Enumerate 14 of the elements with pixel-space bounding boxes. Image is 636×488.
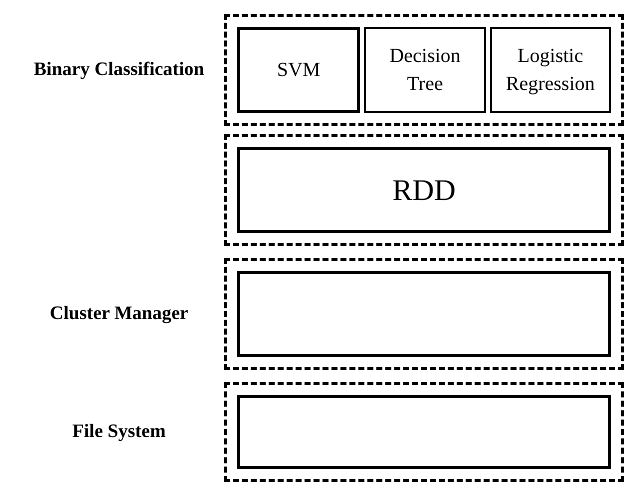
- component-box: [237, 395, 611, 469]
- component-box: [490, 27, 611, 113]
- layer-label: File System: [71, 420, 167, 444]
- component-label: Decision Tree: [388, 44, 462, 97]
- component-box: [237, 27, 360, 113]
- component-label: SVM: [276, 58, 322, 83]
- component-box: [237, 147, 611, 233]
- component-label: RDD: [392, 172, 456, 208]
- component-label: Logistic Regression: [504, 44, 596, 97]
- layer-label: Binary Classification: [32, 58, 206, 82]
- component-box: [364, 27, 486, 113]
- dashed-layer-frame: [224, 134, 624, 246]
- layer-label: Cluster Manager: [48, 302, 190, 326]
- component-box: [237, 271, 611, 357]
